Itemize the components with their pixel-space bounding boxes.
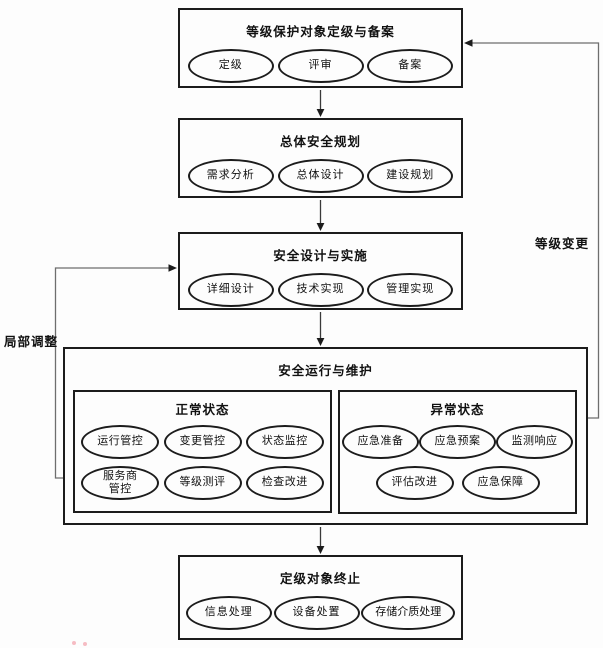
feedback-line-partial-adjustment — [54, 267, 171, 479]
activity-ellipse: 建设规划 — [367, 159, 454, 193]
activity-row: 运行管控 变更管控 状态监控 — [75, 425, 330, 459]
stage-box-security-planning: 总体安全规划 需求分析 总体设计 建设规划 — [178, 118, 463, 198]
activity-row: 服务商 管控 等级测评 检查改进 — [75, 466, 330, 500]
activity-ellipse: 应急预案 — [419, 425, 496, 459]
group-title: 异常状态 — [430, 403, 485, 417]
stage-box-design-implementation: 安全设计与实施 详细设计 技术实现 管理实现 — [178, 232, 463, 310]
feedback-arrowhead-partial-adjustment — [168, 264, 177, 272]
activity-ellipse: 检查改进 — [245, 466, 324, 500]
activity-ellipse: 总体设计 — [277, 159, 364, 193]
activity-ellipse: 变更管控 — [163, 425, 242, 459]
activity-ellipse: 评估改进 — [375, 466, 454, 500]
watermark-dot — [72, 641, 76, 645]
activity-ellipse: 应急保障 — [461, 466, 540, 500]
activity-row: 信息处理 设备处置 存储介质处理 — [180, 596, 461, 630]
watermark-dot — [83, 642, 87, 646]
flow-arrow-1-head — [316, 109, 325, 117]
feedback-line-level-change — [470, 42, 600, 419]
activity-ellipse: 评审 — [277, 49, 364, 83]
stage-title: 安全运行与维护 — [278, 364, 373, 378]
stage-box-grading-filing: 等级保护对象定级与备案 定级 评审 备案 — [178, 8, 463, 88]
activity-ellipse: 设备处置 — [273, 596, 360, 630]
label-partial-adjustment: 局部调整 — [4, 335, 59, 349]
label-level-change: 等级变更 — [535, 237, 590, 251]
activity-ellipse: 服务商 管控 — [81, 466, 160, 500]
activity-ellipse: 监测响应 — [496, 425, 573, 459]
flow-arrow-4-head — [316, 546, 325, 554]
activity-ellipse: 运行管控 — [81, 425, 160, 459]
group-box-normal-state: 正常状态 运行管控 变更管控 状态监控 服务商 管控 等级测评 检查改进 — [73, 390, 332, 513]
activity-ellipse: 存储介质处理 — [361, 596, 456, 630]
flow-arrowheads — [316, 109, 325, 554]
activity-ellipse: 等级测评 — [163, 466, 242, 500]
activity-ellipse: 信息处理 — [185, 596, 272, 630]
stage-box-operation-maintenance: 安全运行与维护 正常状态 运行管控 变更管控 状态监控 服务商 管控 等级测评 … — [63, 347, 588, 525]
activity-ellipse: 需求分析 — [187, 159, 274, 193]
activity-ellipse: 状态监控 — [245, 425, 324, 459]
activity-ellipse: 详细设计 — [187, 273, 274, 307]
flow-arrow-3-head — [316, 338, 325, 346]
activity-row: 评估改进 应急保障 — [340, 466, 575, 500]
stage-title: 等级保护对象定级与备案 — [246, 25, 395, 39]
group-title: 正常状态 — [175, 403, 230, 417]
activity-ellipse: 应急准备 — [342, 425, 419, 459]
activity-ellipse: 技术实现 — [277, 273, 364, 307]
activity-ellipse: 管理实现 — [367, 273, 454, 307]
feedback-arrowhead-level-change — [464, 39, 473, 47]
activity-row: 应急准备 应急预案 监测响应 — [340, 425, 575, 459]
stage-title: 安全设计与实施 — [273, 249, 368, 263]
stage-title: 定级对象终止 — [279, 572, 361, 586]
activity-row: 需求分析 总体设计 建设规划 — [180, 159, 461, 193]
activity-row: 定级 评审 备案 — [180, 49, 461, 83]
stage-box-object-termination: 定级对象终止 信息处理 设备处置 存储介质处理 — [178, 555, 463, 640]
group-box-abnormal-state: 异常状态 应急准备 应急预案 监测响应 评估改进 应急保障 — [338, 390, 577, 514]
activity-ellipse: 定级 — [187, 49, 274, 83]
flow-arrow-2-head — [316, 223, 325, 231]
activity-ellipse: 备案 — [367, 49, 454, 83]
activity-row: 详细设计 技术实现 管理实现 — [180, 273, 461, 307]
stage-title: 总体安全规划 — [279, 135, 361, 149]
